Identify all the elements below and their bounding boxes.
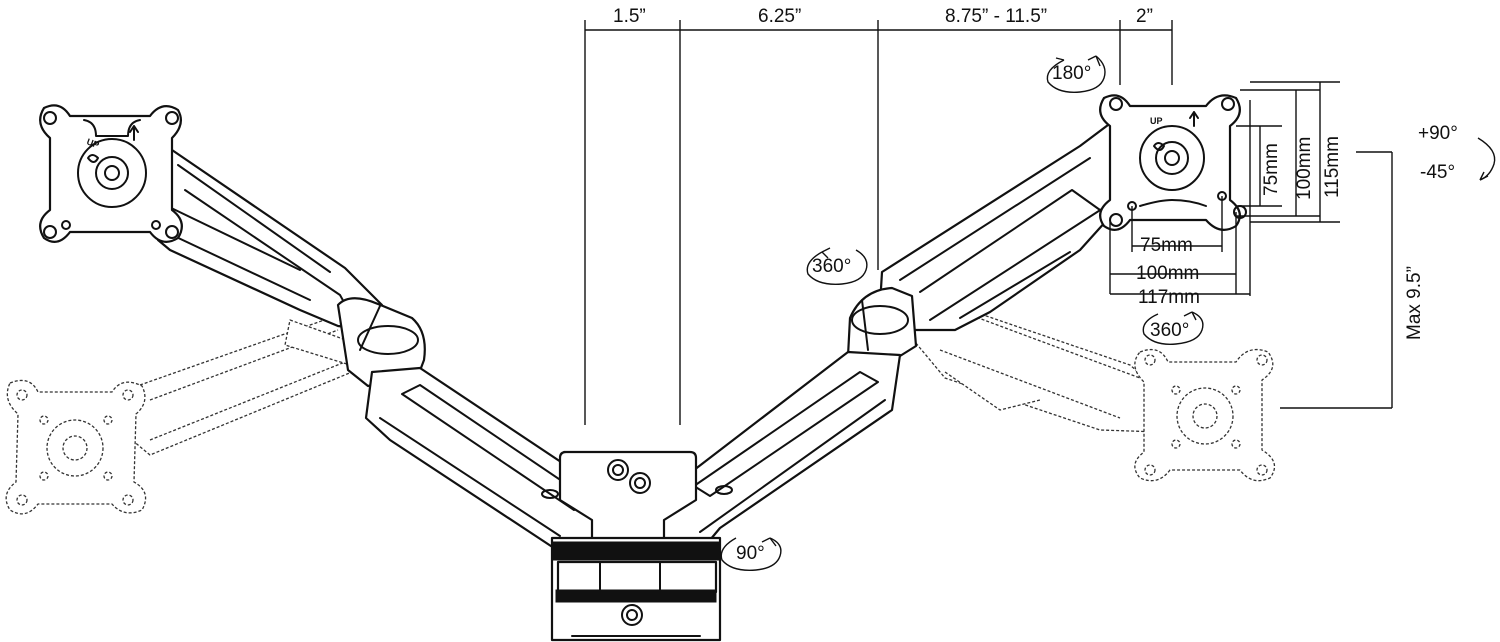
vesa-h-100-label: 100mm — [1136, 263, 1199, 284]
base-swivel-label: 90° — [736, 543, 765, 564]
left-arm-lowered-ghost — [131, 317, 361, 456]
right-plate-ghost — [1134, 348, 1276, 482]
dimension-label-4: 2” — [1136, 6, 1153, 27]
head-swivel-label: 360° — [1150, 320, 1189, 341]
wall-mount-base — [550, 450, 722, 642]
head-swivel-arrow-icon — [1142, 311, 1204, 345]
top-dimension-lines — [584, 20, 1173, 425]
height-adjust-lines — [1280, 151, 1393, 409]
vesa-v-75-label: 75mm — [1261, 143, 1282, 196]
vesa-h-75-label: 75mm — [1140, 235, 1193, 256]
vesa-v-100-label: 100mm — [1294, 137, 1315, 200]
tilt-up-label: +90° — [1418, 123, 1458, 144]
tilt-down-label: -45° — [1420, 162, 1455, 183]
arm-swivel-label: 360° — [812, 256, 851, 277]
left-elbow-joint — [336, 297, 426, 388]
dimension-label-1: 1.5” — [613, 6, 646, 27]
right-upper-arm — [878, 120, 1130, 332]
plate-rotation-label: 180° — [1052, 63, 1091, 84]
right-elbow-joint — [846, 286, 918, 358]
height-adjust-label: Max 9.5” — [1404, 266, 1425, 340]
base-swivel-arrow-icon — [720, 537, 782, 571]
tilt-arrow-icon — [1477, 137, 1496, 181]
right-plate-up-marking: UP — [1150, 116, 1163, 126]
dimension-label-3: 8.75” - 11.5” — [945, 6, 1047, 27]
left-plate-up-marking: UP — [85, 136, 100, 150]
left-monitor-plate — [39, 104, 183, 243]
left-plate-ghost — [5, 379, 147, 515]
vesa-h-117-label: 117mm — [1138, 287, 1200, 308]
plate-rotation-arrow-icon — [1046, 55, 1106, 93]
vesa-v-115-label: 115mm — [1322, 136, 1343, 198]
dimension-label-2: 6.25” — [758, 6, 801, 27]
arm-swivel-arrow-icon — [806, 247, 868, 285]
vesa-dimension-lines — [1109, 81, 1340, 296]
right-monitor-plate — [1099, 94, 1247, 231]
